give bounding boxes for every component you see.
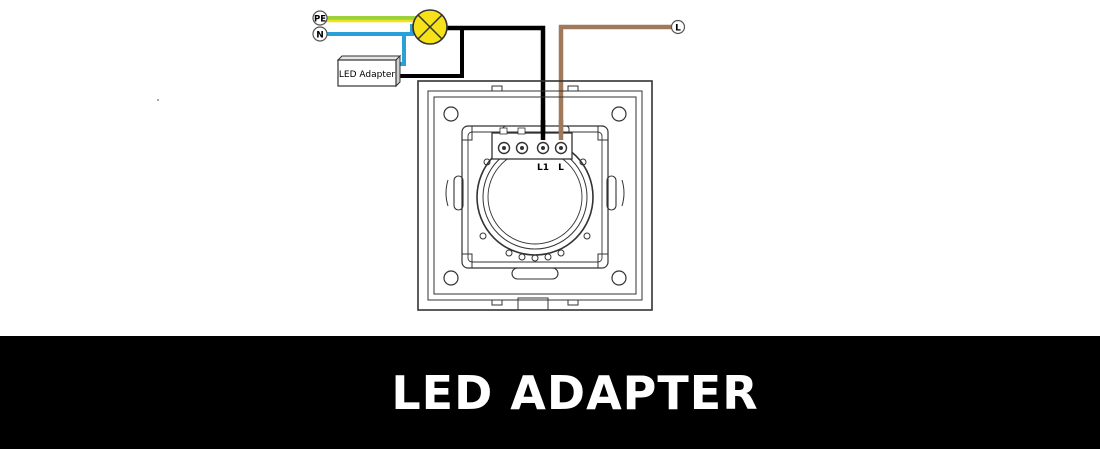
stray-dot bbox=[157, 99, 159, 101]
lamp-icon bbox=[412, 9, 448, 45]
switch-body bbox=[417, 80, 653, 311]
live-wire bbox=[558, 24, 672, 140]
load-wire-lamp bbox=[444, 25, 546, 140]
neutral-wire bbox=[326, 24, 414, 36]
n-label: N bbox=[316, 31, 324, 41]
l-supply-terminal: L bbox=[670, 19, 686, 35]
banner-title: LED ADAPTER bbox=[391, 365, 759, 420]
wiring-diagram: PE N L LED Adapter bbox=[157, 9, 686, 311]
led-adapter-box: LED Adapter bbox=[336, 54, 402, 88]
l-supply-label: L bbox=[675, 24, 681, 34]
wires bbox=[326, 16, 672, 140]
title-banner: LED ADAPTER bbox=[0, 336, 1100, 449]
terminal-l1-label: L1 bbox=[537, 163, 549, 173]
terminal-l-label: L bbox=[558, 163, 564, 173]
led-adapter-label: LED Adapter bbox=[339, 70, 395, 80]
pe-label: PE bbox=[314, 15, 326, 25]
pe-terminal: PE bbox=[312, 10, 328, 26]
adapter-wire bbox=[396, 30, 464, 78]
terminal-block: L1 L bbox=[491, 127, 573, 173]
n-terminal: N bbox=[312, 26, 328, 42]
